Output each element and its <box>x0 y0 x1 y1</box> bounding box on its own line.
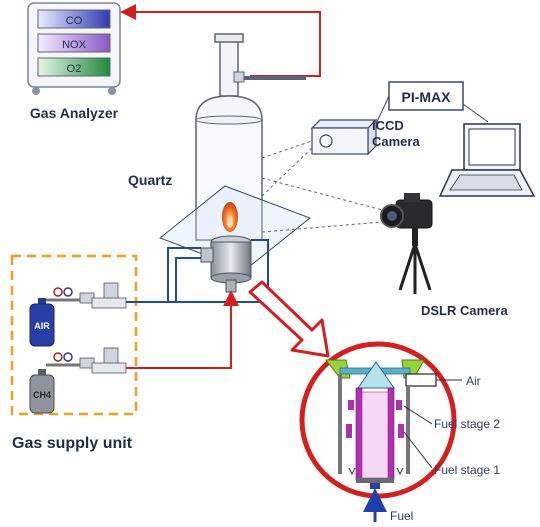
gas-supply-box <box>10 254 138 416</box>
dome <box>195 95 263 121</box>
pimax-laptop-cable <box>462 103 489 123</box>
detail-arrow <box>248 280 330 358</box>
fuel-stage-1-label: Fuel stage 1 <box>434 463 500 477</box>
gas-analyzer: CO NOX O2 Gas Analyzer <box>27 2 121 121</box>
burner-detail <box>299 341 462 499</box>
gas-analyzer-title: Gas Analyzer <box>30 105 119 121</box>
air-line-c <box>176 239 269 303</box>
fuel-stage-2-label: Fuel stage 2 <box>434 417 500 431</box>
pi-max-label: PI-MAX <box>402 89 452 105</box>
iccd-lens <box>319 134 333 148</box>
flame-core <box>227 216 233 228</box>
nox-label: NOX <box>62 39 87 51</box>
detail-air-label: Air <box>466 374 481 388</box>
o2-label: O2 <box>67 63 82 75</box>
o2-display <box>37 57 111 77</box>
wheel-right <box>108 87 116 95</box>
laptop <box>438 123 536 197</box>
air-regulator <box>46 282 127 309</box>
keyboard <box>449 174 523 191</box>
air-line-b <box>167 247 201 302</box>
quartz-label: Quartz <box>128 172 172 188</box>
ch4-cylinder: CH4 <box>29 369 55 414</box>
iccd-pimax-cable <box>375 95 390 125</box>
fuel-label: Fuel <box>390 509 413 523</box>
fuel-line <box>126 290 239 369</box>
co-label: CO <box>66 15 83 27</box>
gas-supply-label: Gas supply unit <box>12 435 133 452</box>
bluff-body <box>357 361 395 389</box>
nox-display <box>37 33 111 53</box>
iccd-camera-label: Camera <box>372 134 420 149</box>
dslr-label: DSLR Camera <box>421 303 508 318</box>
stage2-leader <box>403 405 433 425</box>
sight-lines <box>261 140 383 233</box>
air-inlet <box>405 373 437 387</box>
ch4-tank-label: CH4 <box>33 390 51 400</box>
dslr-camera <box>380 193 433 294</box>
air-tank-label: AIR <box>34 321 50 331</box>
iccd-camera: ICCD Camera <box>310 118 420 156</box>
stage1-leader <box>403 431 433 469</box>
pi-max-controller: PI-MAX <box>388 81 464 111</box>
wheel-left <box>32 87 40 95</box>
air-line-a <box>126 257 201 303</box>
burner <box>200 235 252 293</box>
air-cylinder: AIR <box>29 298 55 347</box>
co-display <box>37 9 111 29</box>
iccd-label: ICCD <box>372 118 404 133</box>
ch4-regulator <box>46 347 127 374</box>
exhaust-pipe <box>219 37 239 97</box>
